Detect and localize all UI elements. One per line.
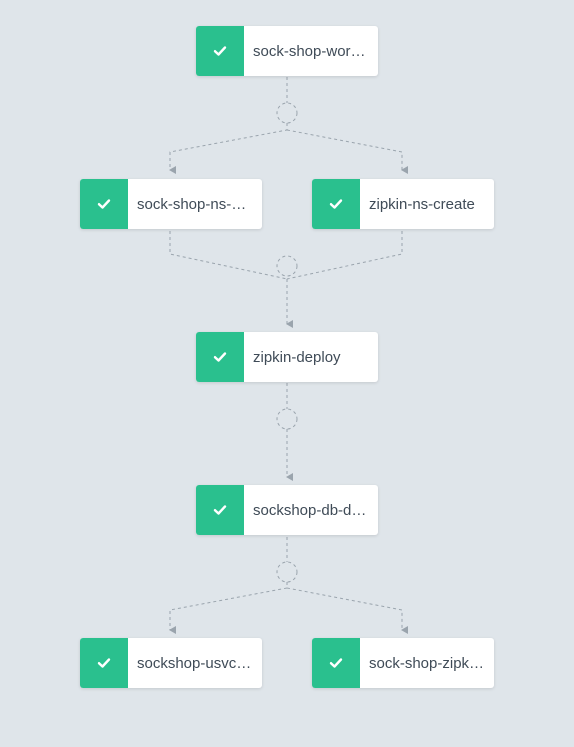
- edge: [286, 129, 408, 174]
- edge: [169, 123, 288, 174]
- workflow-node[interactable]: sock-shop-work…: [196, 26, 378, 76]
- node-label: sockshop-db-d…: [253, 501, 367, 519]
- edge: [286, 587, 408, 634]
- success-status: [312, 179, 360, 229]
- node-label: sock-shop-work…: [253, 42, 374, 60]
- check-icon: [97, 199, 111, 209]
- success-status: [312, 638, 360, 688]
- node-label: zipkin-deploy: [253, 348, 341, 366]
- check-icon: [213, 352, 227, 362]
- workflow-node[interactable]: sock-shop-ns-cr…: [80, 179, 262, 229]
- join-node: [276, 561, 298, 583]
- check-icon: [329, 199, 343, 209]
- node-label: sock-shop-zipki…: [369, 654, 488, 672]
- success-status: [80, 179, 128, 229]
- check-icon: [329, 658, 343, 668]
- edge: [169, 582, 288, 634]
- workflow-node[interactable]: sockshop-usvc-…: [80, 638, 262, 688]
- success-status: [196, 332, 244, 382]
- workflow-node[interactable]: sockshop-db-d…: [196, 485, 378, 535]
- check-icon: [213, 505, 227, 515]
- workflow-node[interactable]: zipkin-ns-create: [312, 179, 494, 229]
- success-status: [196, 485, 244, 535]
- join-node: [276, 408, 298, 430]
- check-icon: [97, 658, 111, 668]
- edge: [286, 231, 403, 280]
- success-status: [80, 638, 128, 688]
- workflow-node[interactable]: zipkin-deploy: [196, 332, 378, 382]
- join-node: [276, 255, 298, 277]
- workflow-node[interactable]: sock-shop-zipki…: [312, 638, 494, 688]
- node-label: zipkin-ns-create: [369, 195, 475, 213]
- check-icon: [213, 46, 227, 56]
- edge: [169, 231, 288, 280]
- join-node: [276, 102, 298, 124]
- node-label: sock-shop-ns-cr…: [137, 195, 259, 213]
- node-label: sockshop-usvc-…: [137, 654, 257, 672]
- success-status: [196, 26, 244, 76]
